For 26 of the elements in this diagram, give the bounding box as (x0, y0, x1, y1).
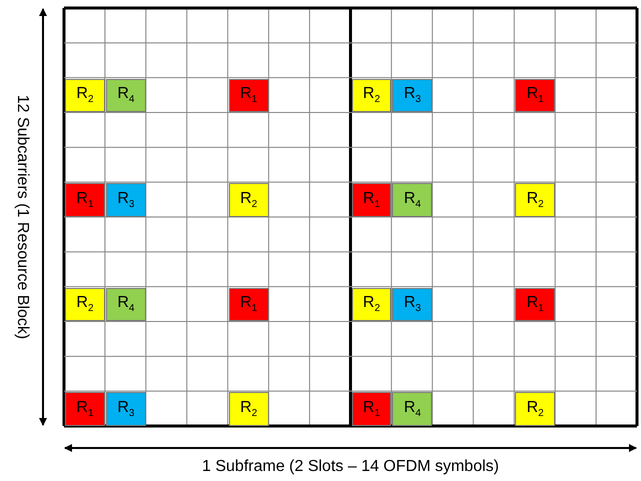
reference-signal-cell: R$_{3}$ (106, 183, 146, 217)
reference-signal-cell: R$_{1}$ (228, 288, 269, 322)
axis-label: 12 Subcarriers (1 Resource Block) (13, 94, 32, 342)
reference-signal-cell: R$_{4}$ (106, 78, 146, 112)
reference-signal-cell: R$_{1}$ (65, 392, 105, 426)
reference-signal-cell: R$_{3}$ (392, 288, 432, 322)
reference-signal-cell: R$_{2}$ (515, 183, 556, 217)
reference-signal-cell: R$_{2}$ (65, 288, 105, 322)
reference-signal-cell: R$_{2}$ (352, 78, 392, 112)
reference-signal-cell: R$_{2}$ (352, 288, 392, 322)
axis-label: 1 Subframe (2 Slots – 14 OFDM symbols) (201, 458, 500, 476)
reference-signal-cell: R$_{1}$ (515, 288, 556, 322)
reference-signal-cell: R$_{4}$ (392, 183, 432, 217)
reference-signal-cell: R$_{1}$ (515, 78, 556, 112)
reference-signal-cell: R$_{4}$ (106, 288, 146, 322)
reference-signal-cell: R$_{2}$ (228, 183, 269, 217)
reference-signal-cell: R$_{1}$ (65, 183, 105, 217)
reference-signal-cell: R$_{2}$ (65, 78, 105, 112)
reference-signal-cell: R$_{1}$ (228, 78, 269, 112)
reference-signal-cell: R$_{1}$ (352, 392, 392, 426)
reference-signal-cell: R$_{2}$ (515, 392, 556, 426)
reference-signal-cell: R$_{3}$ (392, 78, 432, 112)
reference-signal-cell: R$_{2}$ (228, 392, 269, 426)
reference-signal-cell: R$_{1}$ (352, 183, 392, 217)
reference-signal-cell: R$_{3}$ (106, 392, 146, 426)
reference-signal-cell: R$_{4}$ (392, 392, 432, 426)
